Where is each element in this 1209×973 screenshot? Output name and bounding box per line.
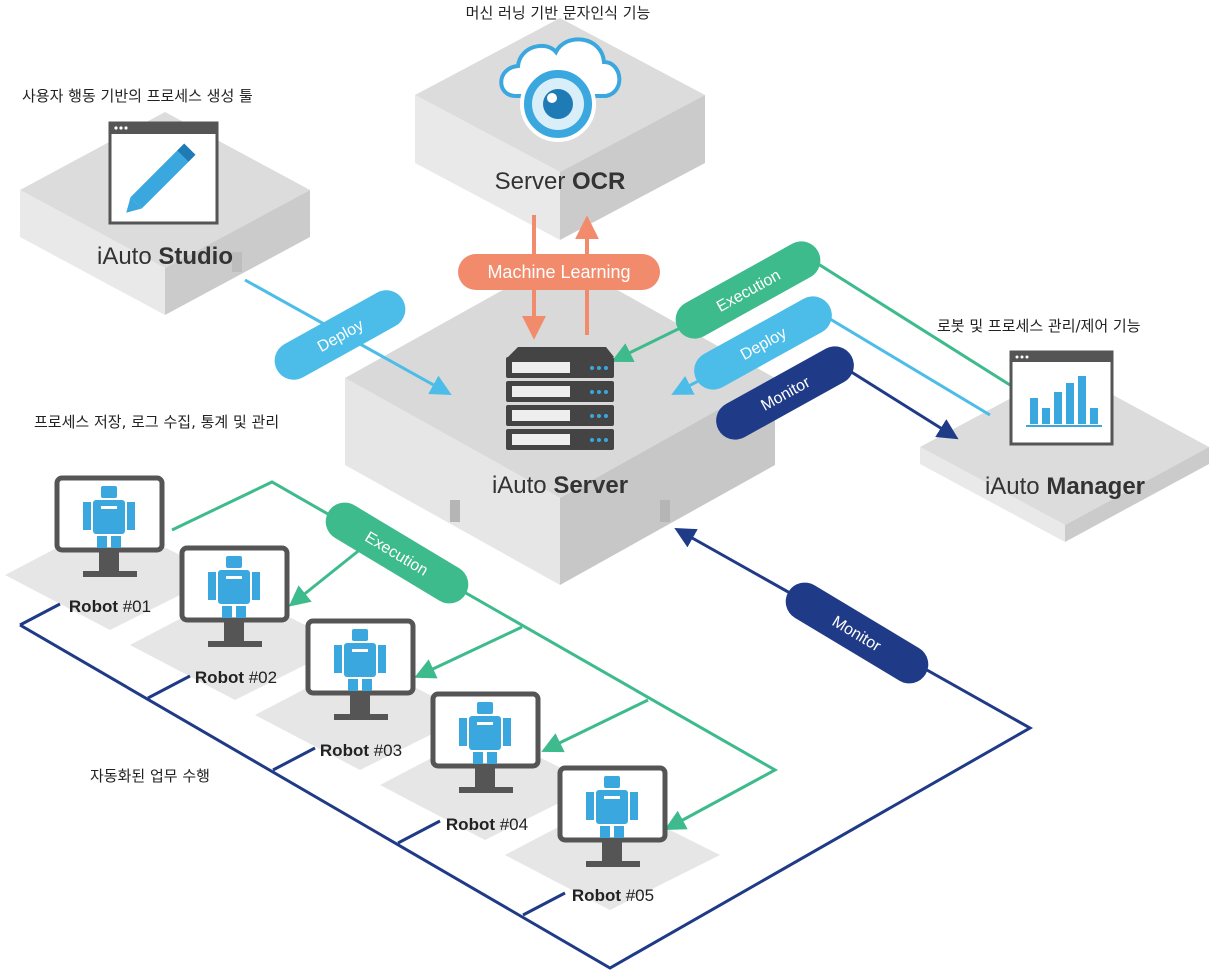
robot-number: #04: [495, 815, 528, 834]
robot-name: Robot: [320, 741, 369, 760]
server-prefix: iAuto: [492, 472, 553, 499]
robot-monitor-icon: [557, 765, 668, 867]
robots-caption: 자동화된 업무 수행: [90, 767, 210, 785]
studio-prefix: iAuto: [97, 243, 158, 270]
chart-window-icon: [1009, 350, 1114, 446]
deploy-studio-pill: Deploy: [274, 290, 406, 380]
studio-caption: 사용자 행동 기반의 프로세스 생성 툴: [22, 87, 253, 105]
studio-node-label: iAuto Studio: [97, 243, 233, 270]
robot-monitor-icon: [430, 691, 541, 793]
pencil-window-icon: [108, 121, 219, 225]
robot-number: #01: [118, 597, 151, 616]
robot-name: Robot: [572, 886, 621, 905]
machine-learning-pill: Machine Learning: [458, 254, 660, 290]
ocr-prefix: Server: [495, 168, 572, 195]
robot-number: #03: [369, 741, 402, 760]
robot-label: Robot #01: [69, 597, 151, 616]
robot-monitor-icon: [305, 618, 416, 720]
manager-prefix: iAuto: [985, 473, 1046, 500]
robot-monitor-icon: [54, 475, 165, 577]
manager-node-label: iAuto Manager: [985, 473, 1145, 500]
ocr-caption: 머신 러닝 기반 문자인식 기능: [466, 4, 651, 22]
robot-number: #02: [244, 668, 277, 687]
execution-network: [171, 480, 779, 831]
server-caption: 프로세스 저장, 로그 수집, 통계 및 관리: [34, 413, 279, 431]
robot-name: Robot: [446, 815, 495, 834]
studio-name: Studio: [158, 243, 233, 270]
robot-label: Robot #04: [446, 815, 528, 834]
robot-name: Robot: [69, 597, 118, 616]
robot-label: Robot #03: [320, 741, 402, 760]
manager-caption: 로봇 및 프로세스 관리/제어 기능: [937, 317, 1141, 335]
server-node-label: iAuto Server: [492, 472, 628, 499]
robot-label: Robot #02: [195, 668, 277, 687]
server-name: Server: [553, 472, 628, 499]
manager-name: Manager: [1046, 473, 1145, 500]
robot-monitor-icon: [179, 545, 290, 647]
cloud-camera-icon: [499, 37, 622, 142]
manager-box: [920, 369, 1209, 542]
machine-learning-label: Machine Learning: [487, 262, 630, 282]
robot-number: #05: [621, 886, 654, 905]
server-rack-icon: [506, 347, 614, 450]
ocr-name: OCR: [572, 168, 625, 195]
robot-label: Robot #05: [572, 886, 654, 905]
ocr-node-label: Server OCR: [495, 168, 626, 195]
robot-name: Robot: [195, 668, 244, 687]
monitor-robots-pill: Monitor: [785, 582, 929, 684]
